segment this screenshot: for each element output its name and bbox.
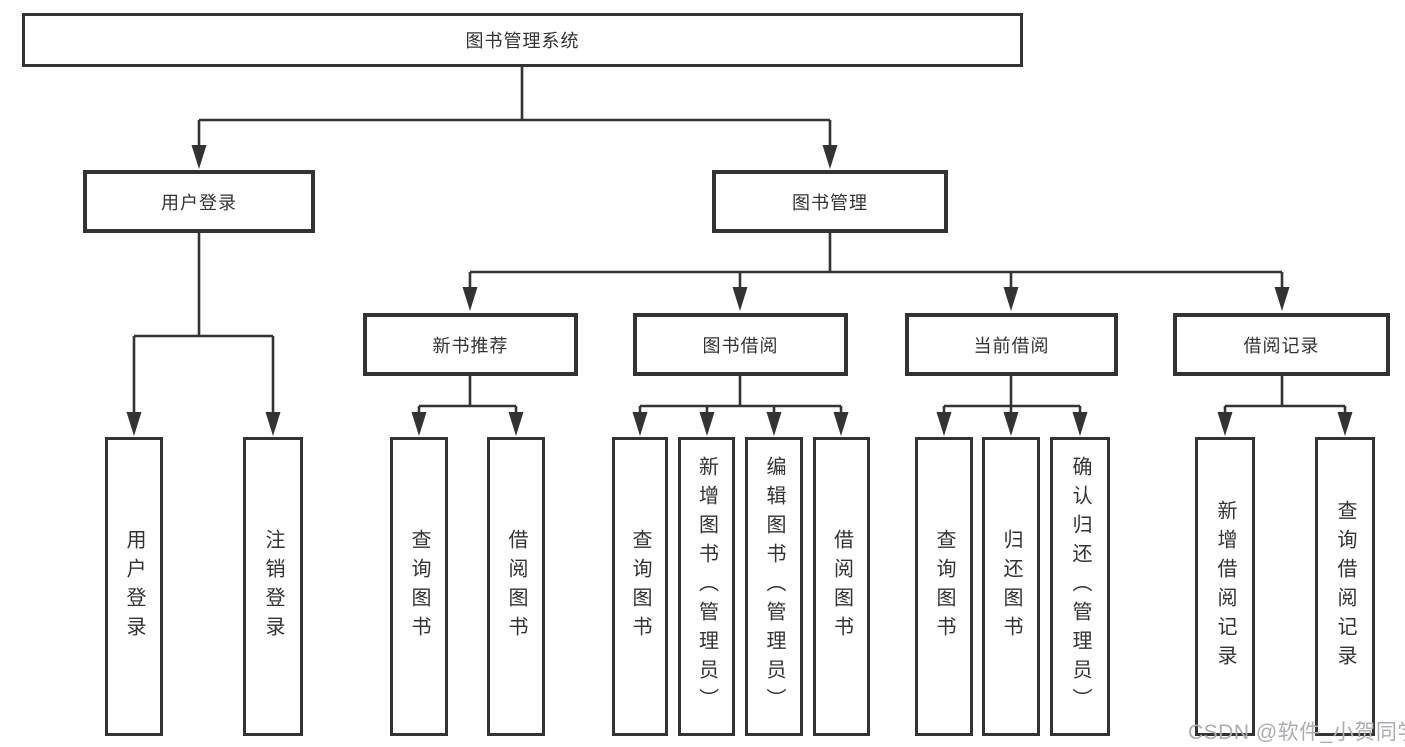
arrow-down-icon <box>462 287 478 311</box>
node-leaf-query-books-current: 查询图书 <box>915 437 973 736</box>
node-leaf-query-books-recommend: 查询图书 <box>390 437 448 736</box>
node-current-borrowing-label: 当前借阅 <box>973 335 1050 356</box>
arrow-down-icon <box>1072 412 1088 436</box>
node-borrowing-records-label: 借阅记录 <box>1243 335 1320 356</box>
connector-user-login-to-leaves <box>132 233 275 420</box>
node-leaf-edit-book-admin: 编辑图书（管理员） <box>745 437 803 736</box>
node-root-label: 图书管理系统 <box>465 31 580 51</box>
arrow-down-icon <box>1274 287 1290 311</box>
node-current-borrowing: 当前借阅 <box>905 313 1118 376</box>
arrow-down-icon <box>411 412 427 436</box>
leaf-label: 借阅图书 <box>830 528 853 645</box>
leaf-label: 查询图书 <box>933 528 955 645</box>
arrow-down-icon <box>191 145 207 169</box>
node-borrowing-records: 借阅记录 <box>1173 313 1390 376</box>
node-user-login: 用户登录 <box>83 170 315 233</box>
leaf-label: 编辑图书（管理员） <box>763 456 785 717</box>
arrow-down-icon <box>126 412 142 436</box>
arrow-down-icon <box>822 145 838 169</box>
leaf-label: 查询图书 <box>408 528 430 645</box>
arrow-down-icon <box>732 287 748 311</box>
leaf-label: 借阅图书 <box>505 528 527 645</box>
node-leaf-user-login: 用户登录 <box>105 437 163 736</box>
leaf-label: 确认归还（管理员） <box>1069 456 1091 717</box>
arrow-down-icon <box>508 412 524 436</box>
node-user-login-label: 用户登录 <box>161 192 237 213</box>
node-leaf-return-books: 归还图书 <box>982 437 1040 736</box>
node-leaf-borrow-books: 借阅图书 <box>813 437 870 736</box>
arrow-down-icon <box>1217 412 1233 436</box>
arrow-down-icon <box>265 412 281 436</box>
leaf-label: 新增借阅记录 <box>1214 499 1236 674</box>
arrow-down-icon <box>936 412 952 436</box>
arrow-down-icon <box>632 412 648 436</box>
leaf-label: 归还图书 <box>1000 528 1022 645</box>
node-leaf-borrow-books-recommend: 借阅图书 <box>487 437 545 736</box>
leaf-label: 新增图书（管理员） <box>695 456 718 717</box>
node-leaf-query-books-borrow: 查询图书 <box>612 437 668 736</box>
node-leaf-confirm-return-admin: 确认归还（管理员） <box>1050 437 1110 736</box>
leaf-label: 用户登录 <box>123 528 145 645</box>
leaf-label: 查询借阅记录 <box>1334 499 1356 674</box>
connector-book-borrowing-to-leaves <box>638 376 843 420</box>
node-book-management-label: 图书管理 <box>792 192 868 213</box>
node-new-book-recommendation: 新书推荐 <box>363 313 578 376</box>
connector-borrowing-records-to-leaves <box>1223 376 1347 420</box>
node-book-management: 图书管理 <box>712 170 948 233</box>
node-book-borrowing-label: 图书借阅 <box>702 335 779 356</box>
node-root: 图书管理系统 <box>22 13 1023 67</box>
node-leaf-add-book-admin: 新增图书（管理员） <box>678 437 735 736</box>
leaf-label: 查询图书 <box>629 528 651 645</box>
connector-book-management-to-level3 <box>468 233 1284 295</box>
arrow-down-icon <box>1003 412 1019 436</box>
connector-root-to-level2 <box>197 67 832 150</box>
node-leaf-query-borrow-record: 查询借阅记录 <box>1315 437 1375 736</box>
node-leaf-logout: 注销登录 <box>243 437 303 736</box>
arrow-down-icon <box>1337 412 1353 436</box>
node-book-borrowing: 图书借阅 <box>633 313 848 376</box>
node-new-book-recommendation-label: 新书推荐 <box>432 335 509 356</box>
arrow-down-icon <box>833 412 849 436</box>
arrow-down-icon <box>699 412 715 436</box>
connector-new-book-recommendation-to-leaves <box>417 376 518 420</box>
leaf-label: 注销登录 <box>262 528 284 645</box>
node-leaf-add-borrow-record: 新增借阅记录 <box>1195 437 1255 736</box>
arrow-down-icon <box>766 412 782 436</box>
arrow-down-icon <box>1003 287 1019 311</box>
